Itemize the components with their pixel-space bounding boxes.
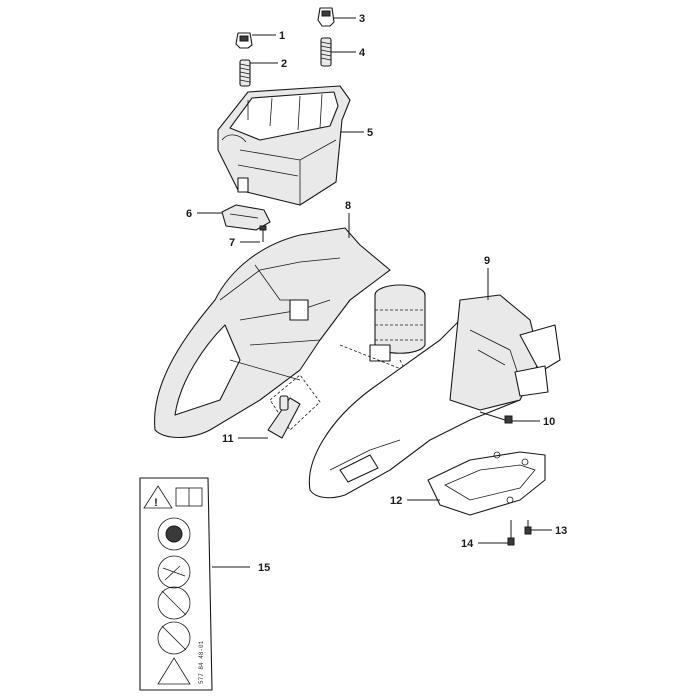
- callout-6: 6: [186, 208, 192, 220]
- callout-2: 2: [281, 58, 287, 70]
- callout-3: 3: [359, 13, 365, 25]
- leader-lines: [197, 17, 552, 568]
- callout-15: 15: [258, 562, 270, 574]
- part-5-battery-compartment: [217, 85, 351, 206]
- callout-10: 10: [543, 416, 555, 428]
- part-7-screw: [259, 225, 267, 242]
- callout-5: 5: [367, 127, 373, 139]
- part-15-warning-decal: ! 577 84 48-01: [139, 477, 213, 691]
- svg-text:!: !: [154, 497, 158, 509]
- callout-7: 7: [229, 237, 235, 249]
- callout-14: 14: [461, 538, 474, 550]
- callout-1: 1: [279, 30, 285, 42]
- part-13-screw: [524, 520, 532, 535]
- motor-assembly: [339, 284, 481, 421]
- part-10-screw: [479, 411, 513, 424]
- callout-4: 4: [359, 47, 366, 59]
- callout-13: 13: [555, 525, 567, 537]
- part-12-bottom-cover: [427, 451, 546, 516]
- part-8-left-housing: [154, 227, 391, 439]
- part-4-spring: [320, 37, 332, 67]
- part-9-right-housing: [308, 294, 561, 499]
- part-3-switch-clip: [317, 7, 335, 27]
- part-6-cover-plate: [221, 204, 271, 231]
- part-1-switch-clip: [235, 32, 253, 49]
- callout-numbers: 1 2 3 4 5 6 7 8 9 10 11 12 13 14 15: [186, 13, 567, 574]
- callout-11: 11: [222, 433, 234, 445]
- callout-8: 8: [345, 200, 351, 212]
- part-11-switch-lever: [267, 374, 321, 439]
- callout-12: 12: [390, 495, 402, 507]
- decal-code: 577 84 48-01: [198, 640, 205, 684]
- part-14-screw: [507, 520, 515, 546]
- part-2-spring: [239, 59, 251, 87]
- callout-9: 9: [484, 255, 490, 267]
